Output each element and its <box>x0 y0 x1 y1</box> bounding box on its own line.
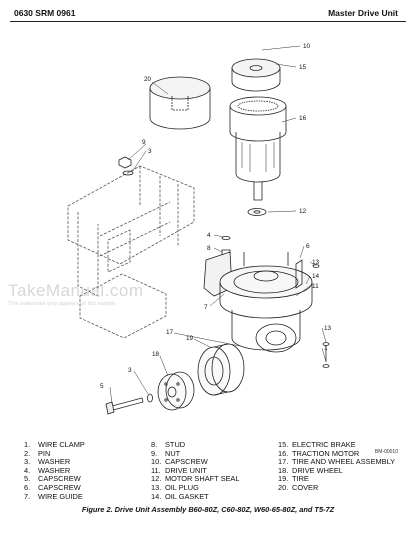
leader-lines <box>109 45 327 405</box>
legend-item: 18.DRIVE WHEEL <box>278 465 343 475</box>
callout-13b: 13 <box>324 325 332 332</box>
drive-wheel-drawing <box>157 371 195 411</box>
legend-item: 13.OIL PLUG <box>151 482 199 492</box>
callout-19: 19 <box>186 335 194 342</box>
legend-item: 9.NUT <box>151 448 181 458</box>
nut-washer-drawing <box>118 156 134 176</box>
legend-item: 8.STUD <box>151 440 186 449</box>
callout-18: 18 <box>152 351 160 358</box>
legend-item: 7.WIRE GUIDE <box>24 491 83 501</box>
legend-item: 16.TRACTION MOTOR <box>278 448 360 458</box>
figure-caption: Figure 2. Drive Unit Assembly B60-80Z, C… <box>81 505 335 514</box>
legend-item: 1.WIRE CLAMP <box>24 440 85 449</box>
legend-item: 14.OIL GASKET <box>151 491 209 501</box>
tire-drawing <box>197 343 245 396</box>
callout-4: 4 <box>207 232 211 239</box>
callout-3a: 3 <box>148 148 152 155</box>
doc-number: 0630 SRM 0961 <box>14 8 76 18</box>
legend-column-1: 1.WIRE CLAMP 2.PIN 3.WASHER 4.WASHER 5.C… <box>24 440 85 501</box>
callout-3b: 3 <box>128 367 132 374</box>
drive-unit-drawing <box>203 251 313 353</box>
shaft-seal-drawing <box>247 208 267 216</box>
callout-14: 14 <box>312 273 320 280</box>
callout-6: 6 <box>306 243 310 250</box>
legend-item: 5.CAPSCREW <box>24 474 81 484</box>
callout-1: 1 <box>324 345 328 352</box>
callout-15: 15 <box>299 64 307 71</box>
exploded-view-drawing: 10 15 20 16 12 9 3 4 8 6 13 14 7 11 13 1… <box>67 43 332 415</box>
legend-item: 19.TIRE <box>278 474 309 484</box>
legend-item: 6.CAPSCREW <box>24 482 81 492</box>
legend-item: 11.DRIVE UNIT <box>151 465 207 475</box>
legend-item: 12.MOTOR SHAFT SEAL <box>151 474 240 484</box>
drawing-code: BM-00010 <box>374 449 398 455</box>
legend-item: 4.WASHER <box>24 465 71 475</box>
section-title: Master Drive Unit <box>328 8 398 18</box>
exploded-view-figure: 10 15 20 16 12 9 3 4 8 6 13 14 7 11 13 1… <box>0 26 416 455</box>
legend-item: 2.PIN <box>24 448 51 458</box>
callout-17: 17 <box>166 329 174 336</box>
legend-item: 15.ELECTRIC BRAKE <box>278 440 356 449</box>
callout-11: 11 <box>312 283 319 290</box>
electric-brake-drawing <box>231 58 281 92</box>
callout-8: 8 <box>207 245 211 252</box>
callout-10: 10 <box>303 43 311 50</box>
cover-drawing <box>149 76 211 130</box>
callout-labels: 10 15 20 16 12 9 3 4 8 6 13 14 7 11 13 1… <box>100 43 332 390</box>
legend-item: 10.CAPSCREW <box>151 457 208 467</box>
legend-item: 3.WASHER <box>24 457 71 467</box>
callout-16: 16 <box>299 115 307 122</box>
watermark-subtext: This watermark only appears on this samp… <box>8 301 116 307</box>
callout-12: 12 <box>299 208 307 215</box>
legend-item: 20.COVER <box>278 482 319 492</box>
legend-column-3: 15.ELECTRIC BRAKE 16.TRACTION MOTOR 17.T… <box>278 440 396 493</box>
watermark: TakeManual.com <box>8 281 144 300</box>
callout-9: 9 <box>142 139 146 146</box>
legend-item: 17.TIRE AND WHEEL ASSEMBLY <box>278 457 396 467</box>
callout-7: 7 <box>204 304 208 311</box>
capscrew-washer-drawing <box>105 393 153 415</box>
traction-motor-drawing <box>229 96 287 201</box>
page-header: 0630 SRM 0961 Master Drive Unit <box>0 0 416 24</box>
callout-5: 5 <box>100 383 104 390</box>
callout-20: 20 <box>144 76 152 83</box>
right-hardware-drawing <box>295 259 330 368</box>
header-rule <box>10 21 406 22</box>
legend-column-2: 8.STUD 9.NUT 10.CAPSCREW 11.DRIVE UNIT 1… <box>151 440 240 501</box>
callout-13a: 13 <box>312 259 320 266</box>
mast-frame-drawing <box>67 165 195 339</box>
